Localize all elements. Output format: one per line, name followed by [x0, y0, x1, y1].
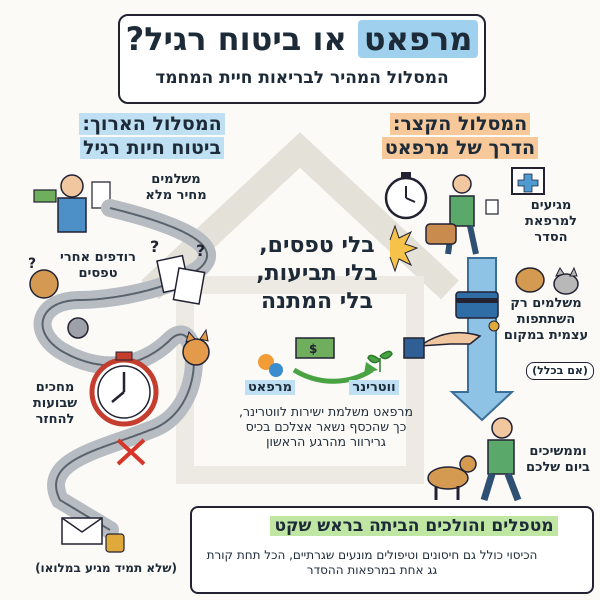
money-icon: $	[295, 337, 335, 359]
cat-icon	[67, 317, 210, 366]
long-path-heading-line2: ביטוח חיות רגיל	[79, 137, 225, 159]
svg-text:?: ?	[196, 241, 205, 260]
step-pay-note: (אם בכלל)	[526, 362, 594, 380]
stopwatch-icon	[384, 172, 428, 220]
svg-text:?: ?	[150, 237, 159, 256]
plant-icon	[367, 350, 393, 372]
short-path-heading-line1: המסלול הקצר:	[389, 113, 531, 135]
stressed-person-icon	[33, 174, 111, 233]
long-path-heading: המסלול הארוך: ביטוח חיות רגיל	[52, 112, 252, 160]
page-subtitle: המסלול המהיר לבריאות חיית המחמד	[155, 68, 449, 88]
green-arrow	[292, 367, 374, 384]
short-path-heading-line2: הדרך של מרפאט	[381, 137, 539, 159]
middle-explanation: מרפאט משלמת ישירות לווטרינר, כך שהכסף נש…	[239, 404, 413, 449]
long-path-heading-line1: המסלול הארוך:	[79, 113, 225, 135]
step-wait-text: מחכים שבועות להחזר	[32, 380, 78, 427]
svg-text:?: ?	[28, 256, 36, 272]
title-highlight: מרפאט	[357, 20, 479, 58]
step-forms-text: רודפים אחרי טפסים	[60, 250, 136, 281]
step-pay-text: משלמים רק השתתפות עצמית במקום	[503, 296, 589, 343]
clinic-icon	[511, 167, 545, 195]
title-box: מרפאט או ביטוח רגיל? המסלול המהיר לבריאו…	[118, 14, 486, 104]
person-with-carrier-icon	[425, 174, 499, 255]
card-payment-icon	[455, 291, 500, 332]
clock-icon	[89, 351, 159, 427]
starburst-icon	[389, 224, 419, 273]
bottom-headline: מטפלים והולכים הביתה בראש שקט	[242, 514, 586, 538]
envelope-icon	[61, 517, 125, 553]
label-vet: ווטרינר	[344, 380, 404, 396]
step-continue-text: וממשיכים ביום שלכם	[526, 444, 590, 475]
svg-text:$: $	[309, 342, 317, 356]
bottom-panel: מטפלים והולכים הביתה בראש שקט הכיסוי כול…	[190, 506, 594, 594]
red-x-icon	[116, 438, 146, 466]
bottom-text: הכיסוי כולל גם חיסונים וטיפולים מונעים ש…	[206, 548, 538, 577]
page-title: מרפאט או ביטוח רגיל?	[120, 20, 484, 58]
middle-slogan: בלי טפסים, בלי תביעות, בלי המתנה	[222, 232, 412, 316]
step-full-price-text: משלמים מחיר מלא	[145, 172, 207, 203]
slogan-line2: בלי תביעות,	[256, 261, 378, 286]
label-marpet: מרפאט	[240, 380, 300, 396]
step-arrive-text: מגיעים למרפאת הסדר	[525, 198, 577, 245]
short-path-arrow	[449, 257, 515, 422]
person-walking-dog-icon	[427, 417, 522, 502]
papers-icon: ? ?	[150, 237, 206, 305]
marpet-logo-icon	[258, 354, 283, 377]
step-partial-text: (שלא תמיד מגיע במלואו)	[35, 561, 177, 575]
short-path-heading: המסלול הקצר: הדרך של מרפאט	[350, 112, 570, 160]
slogan-line1: בלי טפסים,	[259, 233, 375, 258]
slogan-line3: בלי המתנה	[260, 289, 373, 314]
title-rest: או ביטוח רגיל?	[125, 20, 347, 58]
hand-icon	[403, 331, 482, 359]
dog-icon: ?	[28, 256, 59, 299]
dog-and-cat-icon	[515, 266, 579, 295]
